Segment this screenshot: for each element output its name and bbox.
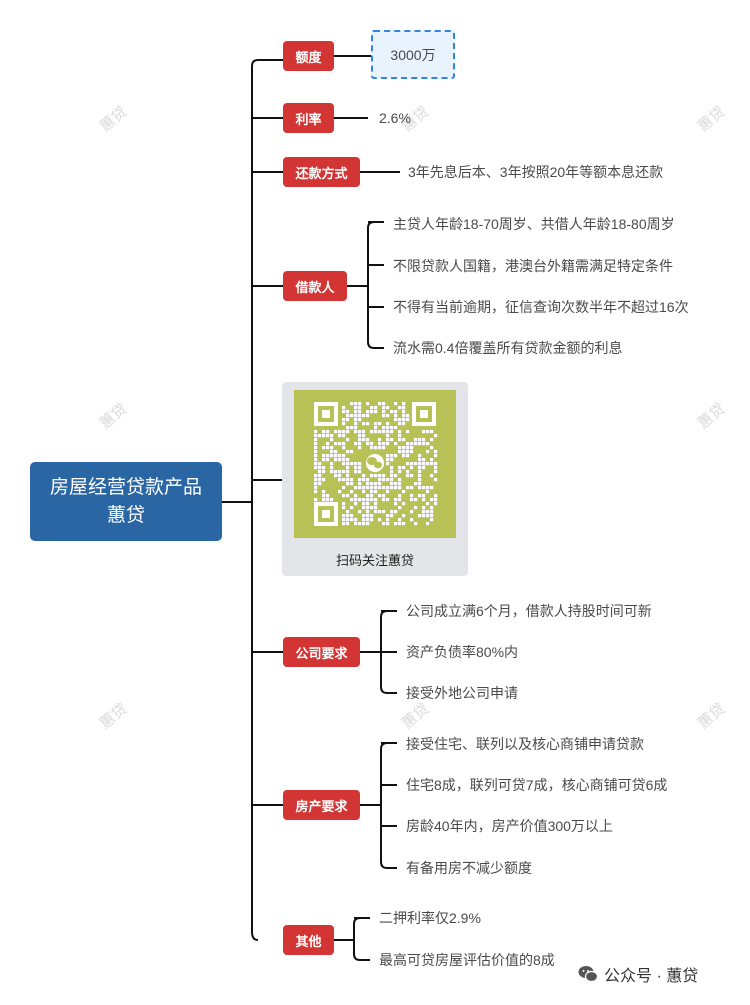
branch-company[interactable]: 公司要求 [283,637,360,667]
root-subtitle: 蕙贷 [106,504,145,526]
branch-property[interactable]: 房产要求 [283,790,360,820]
amount-value[interactable]: 3000万 [371,30,455,79]
rate-value[interactable]: 2.6% [379,110,411,126]
company-leaf[interactable]: 接受外地公司申请 [406,685,518,701]
branch-amount[interactable]: 额度 [283,41,334,71]
footer-account[interactable]: 公众号 · 蕙贷 [578,962,698,986]
borrower-leaf[interactable]: 不得有当前逾期，征信查询次数半年不超过16次 [393,299,689,315]
borrower-leaf[interactable]: 主贷人年龄18-70周岁、共借人年龄18-80周岁 [393,216,675,232]
company-leaf[interactable]: 公司成立满6个月，借款人持股时间可新 [406,603,652,619]
branch-borrower[interactable]: 借款人 [283,271,347,301]
qr-code[interactable] [294,390,456,538]
wechat-icon [367,457,382,469]
property-leaf[interactable]: 接受住宅、联列以及核心商铺申请贷款 [406,736,644,752]
footer-label: 公众号 · 蕙贷 [604,968,699,985]
branch-rate[interactable]: 利率 [283,103,334,133]
root-node[interactable]: 房屋经营贷款产品 蕙贷 [30,462,222,541]
other-leaf[interactable]: 最高可贷房屋评估价值的8成 [379,952,555,968]
branch-other[interactable]: 其他 [283,925,334,955]
company-leaf[interactable]: 资产负债率80%内 [406,644,519,660]
other-leaf[interactable]: 二押利率仅2.9% [379,910,481,926]
property-leaf[interactable]: 有备用房不减少额度 [406,860,532,876]
property-leaf[interactable]: 住宅8成，联列可贷7成，核心商铺可贷6成 [406,777,668,793]
branch-repayment[interactable]: 还款方式 [283,157,360,187]
repayment-value[interactable]: 3年先息后本、3年按照20年等额本息还款 [408,164,664,180]
qr-card[interactable]: 扫码关注蕙贷 [282,382,468,576]
qr-caption: 扫码关注蕙贷 [335,553,414,568]
property-leaf[interactable]: 房龄40年内，房产价值300万以上 [406,818,613,834]
borrower-leaf[interactable]: 不限贷款人国籍，港澳台外籍需满足特定条件 [393,258,673,274]
root-title: 房屋经营贷款产品 [49,476,202,498]
wechat-icon [578,966,598,983]
borrower-leaf[interactable]: 流水需0.4倍覆盖所有贷款金额的利息 [393,340,623,356]
